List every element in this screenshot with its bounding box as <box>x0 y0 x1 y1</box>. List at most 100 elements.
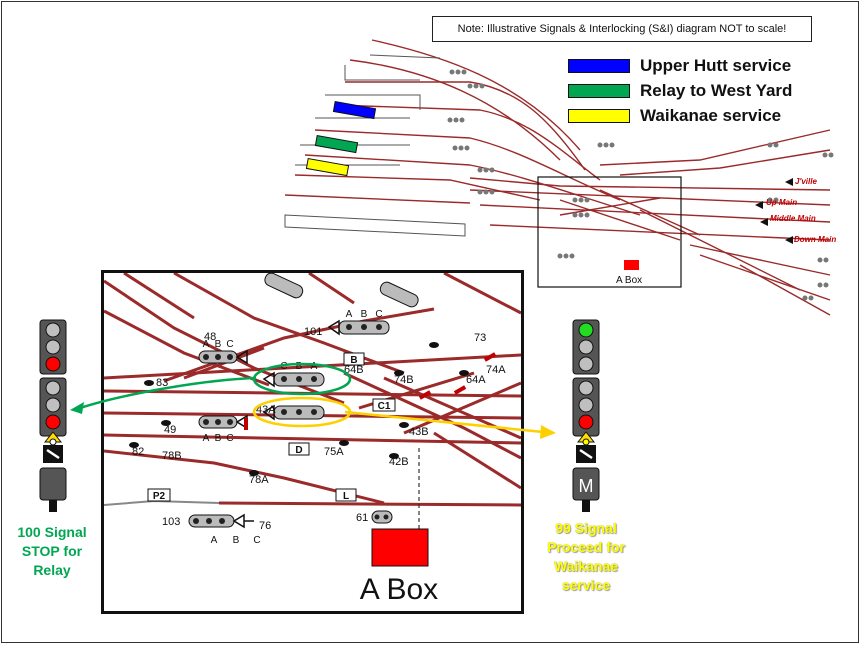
signal-100 <box>39 319 67 512</box>
legend-swatch-green <box>568 83 630 98</box>
caption-line: 99 Signal <box>555 520 617 536</box>
letter-b: B <box>215 433 222 444</box>
legend-label: Relay to West Yard <box>640 80 793 100</box>
letter-c: C <box>226 339 233 350</box>
direction-middle-main: Middle Main <box>770 214 816 223</box>
signal-99-post <box>582 500 590 512</box>
overview-zoom-box <box>537 176 682 288</box>
signal-100-indicator-box <box>39 467 67 501</box>
signal-99: M <box>572 319 600 512</box>
label-d: D <box>295 445 302 456</box>
caption-line: STOP for <box>21 543 83 559</box>
inset-track-circuit-boxes <box>147 352 396 502</box>
letter-a: A <box>346 309 353 320</box>
lamp-grey <box>578 356 594 372</box>
label-64b: 64B <box>344 364 364 376</box>
label-78b: 78B <box>162 450 182 462</box>
letter-c: C <box>375 309 382 320</box>
lamp-grey <box>45 397 61 413</box>
lamp-grey <box>45 322 61 338</box>
label-74b: 74B <box>394 374 414 386</box>
label-43a: 43A <box>256 404 276 416</box>
legend: Upper Hutt service Relay to West Yard Wa… <box>568 53 792 128</box>
legend-swatch-yellow <box>568 108 630 123</box>
letter-a: A <box>311 361 318 372</box>
legend-label: Waikanae service <box>640 105 782 125</box>
inset-a-box-label: A Box <box>360 573 438 606</box>
lamp-white <box>49 438 57 446</box>
signal-100-caption: 100 Signal STOP for Relay <box>2 523 102 580</box>
label-101: 101 <box>304 326 322 338</box>
letter-c: C <box>280 361 287 372</box>
letter-c: C <box>253 535 260 546</box>
legend-label: Upper Hutt service <box>640 55 792 75</box>
inset-head-letters: A B C A B C A B C A B C A B C <box>203 309 383 546</box>
label-83: 83 <box>156 377 168 389</box>
label-49: 49 <box>164 424 176 436</box>
caption-line: 100 Signal <box>17 524 87 540</box>
letter-b: B <box>361 309 368 320</box>
indicator-bar <box>579 448 593 460</box>
label-75a: 75A <box>324 446 344 458</box>
label-78a: 78A <box>249 474 269 486</box>
label-74a: 74A <box>486 364 506 376</box>
overview-signal-heads <box>447 69 834 301</box>
scale-note: Note: Illustrative Signals & Interlockin… <box>432 16 812 42</box>
inset-points-markers <box>244 352 497 430</box>
legend-item-relay: Relay to West Yard <box>568 78 792 103</box>
overview-tracks <box>284 39 831 316</box>
letter-a: A <box>211 535 218 546</box>
inset-track-markers <box>129 342 469 476</box>
label-48: 48 <box>204 331 216 343</box>
overview-yellow-marker <box>305 158 350 177</box>
legend-item-upper-hutt: Upper Hutt service <box>568 53 792 78</box>
lamp-red <box>45 414 61 430</box>
indicator-bar <box>46 448 60 460</box>
inset-signal-posts <box>232 319 340 529</box>
overview-blue-marker <box>332 101 377 120</box>
label-61: 61 <box>356 512 368 524</box>
letter-b: B <box>233 535 240 546</box>
lamp-grey <box>45 339 61 355</box>
lamp-yellow <box>582 438 590 446</box>
label-l: L <box>343 491 349 502</box>
label-64a: 64A <box>466 374 486 386</box>
legend-item-waikanae: Waikanae service <box>568 103 792 128</box>
letter-c: C <box>226 433 233 444</box>
letter-b: B <box>215 339 222 350</box>
signal-99-caption: 99 Signal Proceed for Waikanae service <box>534 519 638 595</box>
label-73: 73 <box>474 332 486 344</box>
overview-a-box-label: A Box <box>616 275 642 286</box>
label-76: 76 <box>259 520 271 532</box>
lamp-grey <box>578 339 594 355</box>
caption-line: Proceed for <box>547 539 625 555</box>
letter-a: A <box>203 433 210 444</box>
lamp-red <box>578 414 594 430</box>
overview-direction-arrows <box>755 178 793 244</box>
lamp-green <box>578 322 594 338</box>
overview-a-box-marker <box>624 260 639 270</box>
label-103: 103 <box>162 516 180 528</box>
signal-100-post <box>49 500 57 512</box>
lamp-grey <box>45 380 61 396</box>
inset-signal-lamps <box>193 324 389 524</box>
direction-down-main: Down Main <box>794 235 836 244</box>
label-b: B <box>350 355 357 366</box>
lamp-grey <box>578 397 594 413</box>
letter-a: A <box>203 339 210 350</box>
caption-line: service <box>561 577 611 593</box>
overview-green-marker <box>314 135 359 154</box>
lamp-red <box>45 356 61 372</box>
inset-box-labels: B C1 D P2 L <box>153 355 391 502</box>
caption-line: Waikanae <box>553 558 619 574</box>
inset-panel: B C1 D P2 L <box>101 270 524 614</box>
direction-up-main: Up Main <box>766 198 797 207</box>
label-c1: C1 <box>378 401 391 412</box>
caption-line: Relay <box>33 562 71 578</box>
label-43b: 43B <box>409 426 429 438</box>
label-82: 82 <box>132 446 144 458</box>
direction-jville: J'ville <box>795 177 817 186</box>
overview-direction-labels: J'ville Up Main Middle Main Down Main <box>766 177 836 244</box>
